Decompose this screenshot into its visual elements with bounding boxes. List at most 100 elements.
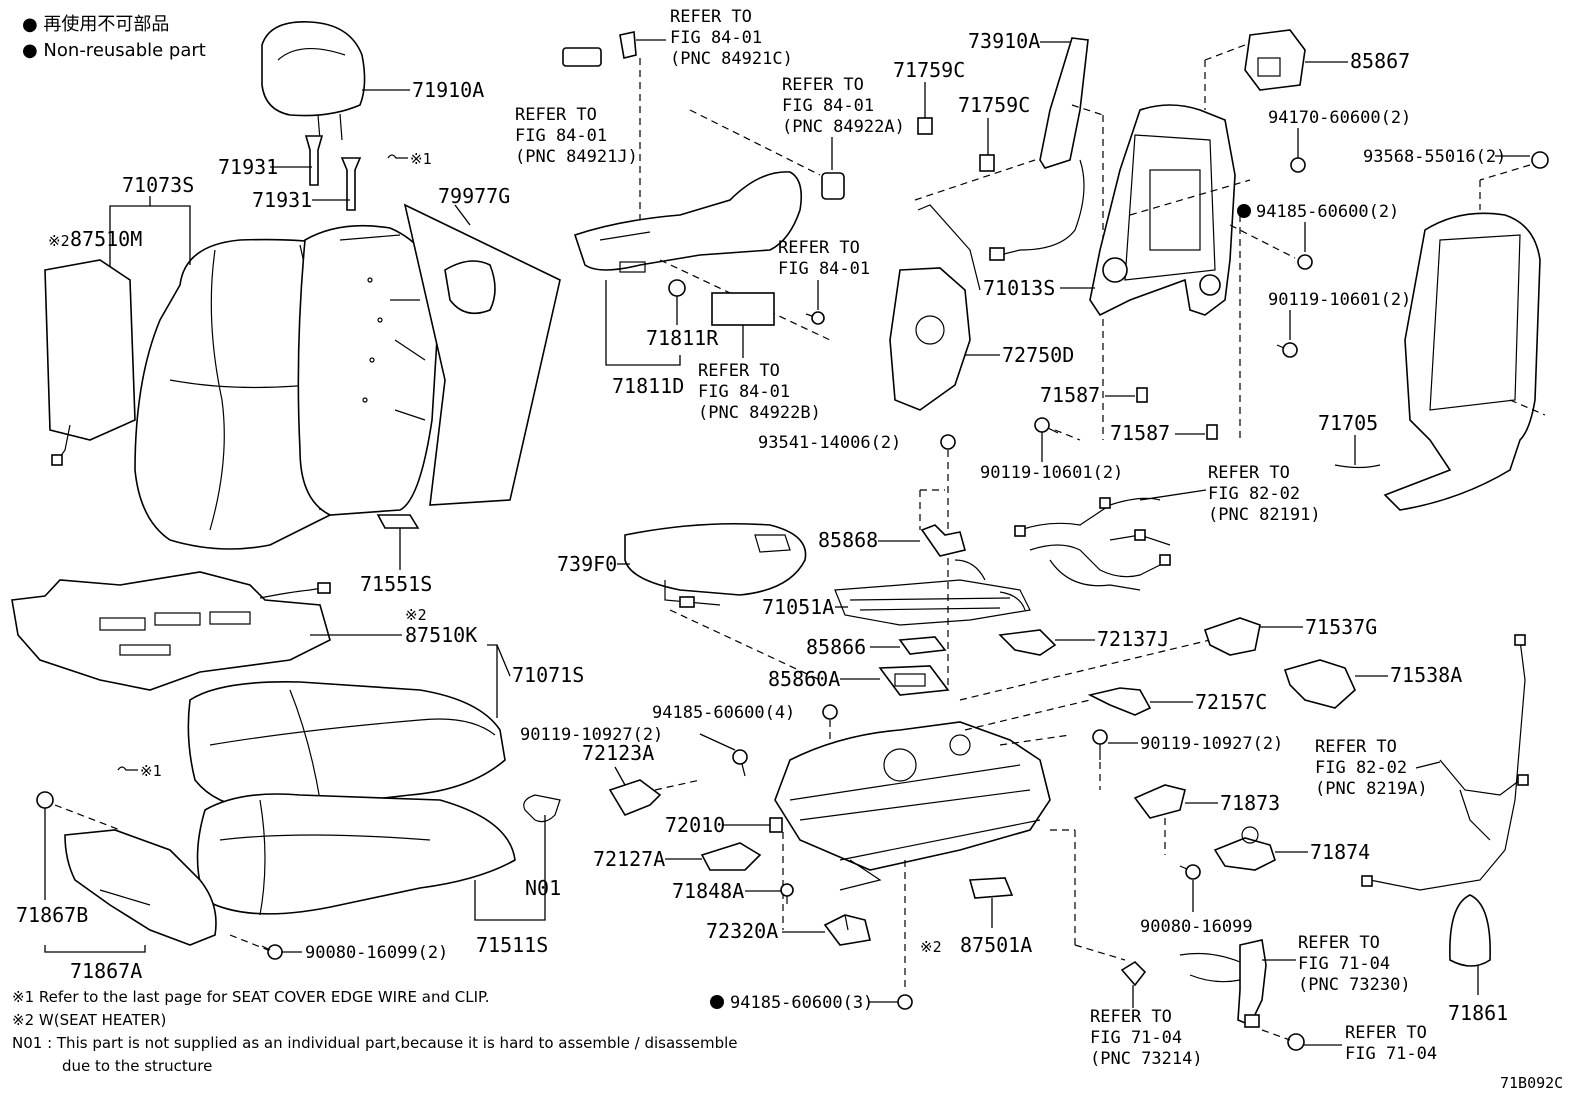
cover-72137J xyxy=(998,629,1057,656)
part-71587-a: 71587 xyxy=(1040,383,1100,407)
note2-mark-a: ※2 xyxy=(48,232,70,250)
part-93541-14006-2: 93541-14006(2) xyxy=(758,433,901,453)
ref-8219A: REFER TO FIG 82-02 (PNC 8219A) xyxy=(1315,737,1428,799)
cushion-pad-71511S xyxy=(196,793,516,916)
cushion-heater-87510K xyxy=(11,571,331,691)
part-90080-16099-2: 90080-16099(2) xyxy=(305,943,448,963)
bracket-85868 xyxy=(920,524,966,557)
bolt-icon-93541 xyxy=(940,434,956,450)
non-reusable-dot-icon xyxy=(1237,204,1251,218)
seat-cover-71867A xyxy=(64,829,217,946)
clip-icon-71587-b xyxy=(1206,424,1218,440)
svg-text:REFER TO: REFER TO xyxy=(782,75,864,95)
ref-84922A: REFER TO FIG 84-01 (PNC 84922A) xyxy=(782,75,905,137)
screw-icon-93568 xyxy=(1531,151,1549,169)
part-94185-60600-3: 94185-60600(3) xyxy=(730,993,873,1013)
bolt-icon-90119-10927 xyxy=(732,749,748,777)
note1-mark-a: ※1 xyxy=(410,150,432,168)
bolt-icon-90119-a xyxy=(1276,342,1298,358)
clip-icon-71759C xyxy=(917,117,933,135)
spring-71051A xyxy=(834,559,1031,626)
part-90119-10927-2-a: 90119-10927(2) xyxy=(520,725,663,745)
cover-71874 xyxy=(1213,826,1276,871)
harness-82191 xyxy=(1014,497,1171,591)
recliner-72750D xyxy=(889,204,981,411)
svg-text:REFER TO: REFER TO xyxy=(1090,1007,1172,1027)
svg-text:FIG 82-02: FIG 82-02 xyxy=(1315,758,1407,778)
ref-73214: REFER TO FIG 71-04 (PNC 73214) xyxy=(1090,1007,1203,1069)
note2-mark-b: ※2 xyxy=(405,606,427,624)
sheet-79977G xyxy=(403,203,561,506)
bolt-icon-90119-10927-b xyxy=(1092,729,1108,760)
note-1: ※1 Refer to the last page for SEAT COVER… xyxy=(12,988,489,1006)
part-71537G: 71537G xyxy=(1305,615,1377,639)
svg-text:(PNC 84921C): (PNC 84921C) xyxy=(670,49,793,69)
part-71874: 71874 xyxy=(1310,840,1370,864)
bracket-72320A xyxy=(823,914,871,946)
back-board-71705 xyxy=(1334,212,1541,511)
svg-text:REFER TO: REFER TO xyxy=(1208,463,1290,483)
cover-71538A xyxy=(1283,659,1356,709)
part-87510M: 87510M xyxy=(70,227,142,251)
part-94185-60600-2: 94185-60600(2) xyxy=(1256,202,1399,222)
ref-84922B: REFER TO FIG 84-01 (PNC 84922B) xyxy=(698,361,821,423)
bracket-icon xyxy=(376,514,420,529)
note1-mark-b: ※1 xyxy=(140,762,162,780)
svg-text:(PNC 73230): (PNC 73230) xyxy=(1298,975,1411,995)
svg-text:FIG 84-01: FIG 84-01 xyxy=(670,28,762,48)
part-90119-10927-2-b: 90119-10927(2) xyxy=(1140,734,1283,754)
legend-non-reusable: ● Non-reusable part xyxy=(22,40,206,61)
nut-icon-94185 xyxy=(1297,254,1313,270)
part-71051A: 71051A xyxy=(762,595,834,619)
note2-mark-c: ※2 xyxy=(920,938,942,956)
headrest-71910A xyxy=(261,21,366,141)
part-90119-10601-2-b: 90119-10601(2) xyxy=(980,463,1123,483)
part-71910A: 71910A xyxy=(412,78,484,102)
seatback-pad-71551S xyxy=(297,224,441,516)
svg-text:FIG 84-01: FIG 84-01 xyxy=(515,126,607,146)
ref-73230: REFER TO FIG 71-04 (PNC 73230) xyxy=(1298,933,1411,995)
legend-japanese: ● 再使用不可部品 xyxy=(22,14,169,35)
part-72127A: 72127A xyxy=(593,847,665,871)
figure-code: 71B092C xyxy=(1500,1074,1563,1092)
part-71587-b: 71587 xyxy=(1110,421,1170,445)
part-71867B: 71867B xyxy=(16,903,88,927)
lumbar-module-85867 xyxy=(1244,29,1306,91)
screw-icon-90080-16099 xyxy=(1179,864,1201,880)
part-90080-16099: 90080-16099 xyxy=(1140,917,1253,937)
cover-72157C xyxy=(1087,687,1152,716)
part-87501A: 87501A xyxy=(960,933,1032,957)
ref-71-04: REFER TO FIG 71-04 xyxy=(1345,1023,1437,1064)
side-shield-71811D xyxy=(573,171,803,273)
svg-text:FIG 84-01: FIG 84-01 xyxy=(778,259,870,279)
ref-84921J: REFER TO FIG 84-01 (PNC 84921J) xyxy=(515,105,638,167)
svg-text:(PNC 73214): (PNC 73214) xyxy=(1090,1049,1203,1069)
sensor-87501A xyxy=(968,877,1014,899)
note-3-cont: due to the structure xyxy=(62,1057,212,1075)
part-71705: 71705 xyxy=(1318,411,1378,435)
svg-text:REFER TO: REFER TO xyxy=(1298,933,1380,953)
nut-icon-94170 xyxy=(1290,157,1306,173)
non-reusable-dot-icon-b xyxy=(710,995,724,1009)
seat-track-72010 xyxy=(774,721,1051,891)
buckle-73230 xyxy=(1179,939,1267,1028)
svg-text:REFER TO: REFER TO xyxy=(515,105,597,125)
clip-icon-71587 xyxy=(1136,387,1148,403)
part-71759C-a: 71759C xyxy=(893,58,965,82)
svg-text:REFER TO: REFER TO xyxy=(670,7,752,27)
module-85866 xyxy=(898,636,947,655)
knob-71861 xyxy=(1449,894,1491,967)
svg-text:FIG 84-01: FIG 84-01 xyxy=(698,382,790,402)
nut-icon-94185-3 xyxy=(897,994,913,1010)
part-71931-a: 71931 xyxy=(218,155,278,179)
part-71931-b: 71931 xyxy=(252,188,312,212)
part-71873: 71873 xyxy=(1220,791,1280,815)
switch-module-icon xyxy=(711,292,775,326)
svg-text:FIG 71-04: FIG 71-04 xyxy=(1090,1028,1182,1048)
svg-text:FIG 71-04: FIG 71-04 xyxy=(1298,954,1390,974)
part-90119-10601-2: 90119-10601(2) xyxy=(1268,290,1411,310)
cushion-cover-71071S xyxy=(187,681,506,811)
part-739F0: 739F0 xyxy=(557,552,617,576)
clip-icon xyxy=(36,791,54,809)
